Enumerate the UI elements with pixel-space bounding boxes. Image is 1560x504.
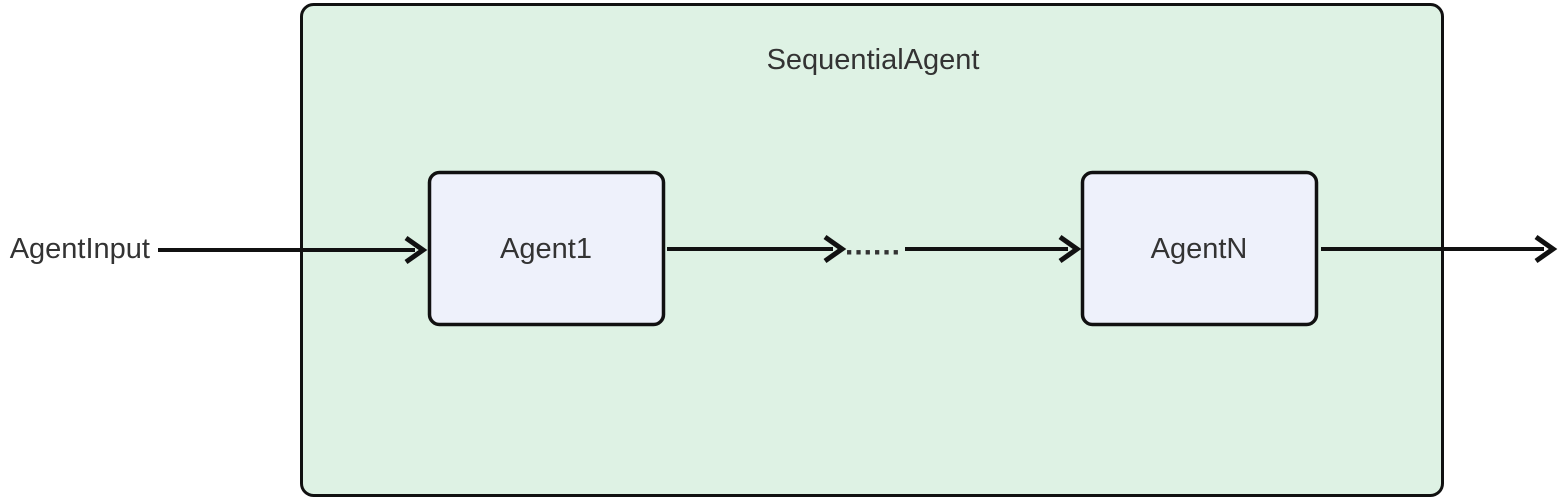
- edge-input-to-agent1: [158, 235, 428, 265]
- ellipsis-label: ......: [845, 229, 901, 262]
- arrowhead-icon: [823, 234, 847, 264]
- edge-agentn-to-output: [1321, 234, 1558, 264]
- arrowhead-icon: [1058, 234, 1082, 264]
- edge-agent1-to-ellipsis: [667, 234, 847, 264]
- node-agentn-rect: [1080, 170, 1319, 327]
- node-agent1-rect: [427, 170, 666, 327]
- arrowhead-icon: [404, 235, 428, 265]
- sequential-agent-title: SequentialAgent: [767, 44, 980, 76]
- agent-input-label: AgentInput: [10, 233, 150, 265]
- node-agent1: Agent1: [427, 170, 666, 327]
- edge-ellipsis-to-agentn: [905, 234, 1082, 264]
- node-agentn: AgentN: [1080, 170, 1319, 327]
- node-agent1-label: Agent1: [500, 233, 592, 265]
- arrowhead-icon: [1534, 234, 1558, 264]
- node-agentn-label: AgentN: [1151, 233, 1248, 265]
